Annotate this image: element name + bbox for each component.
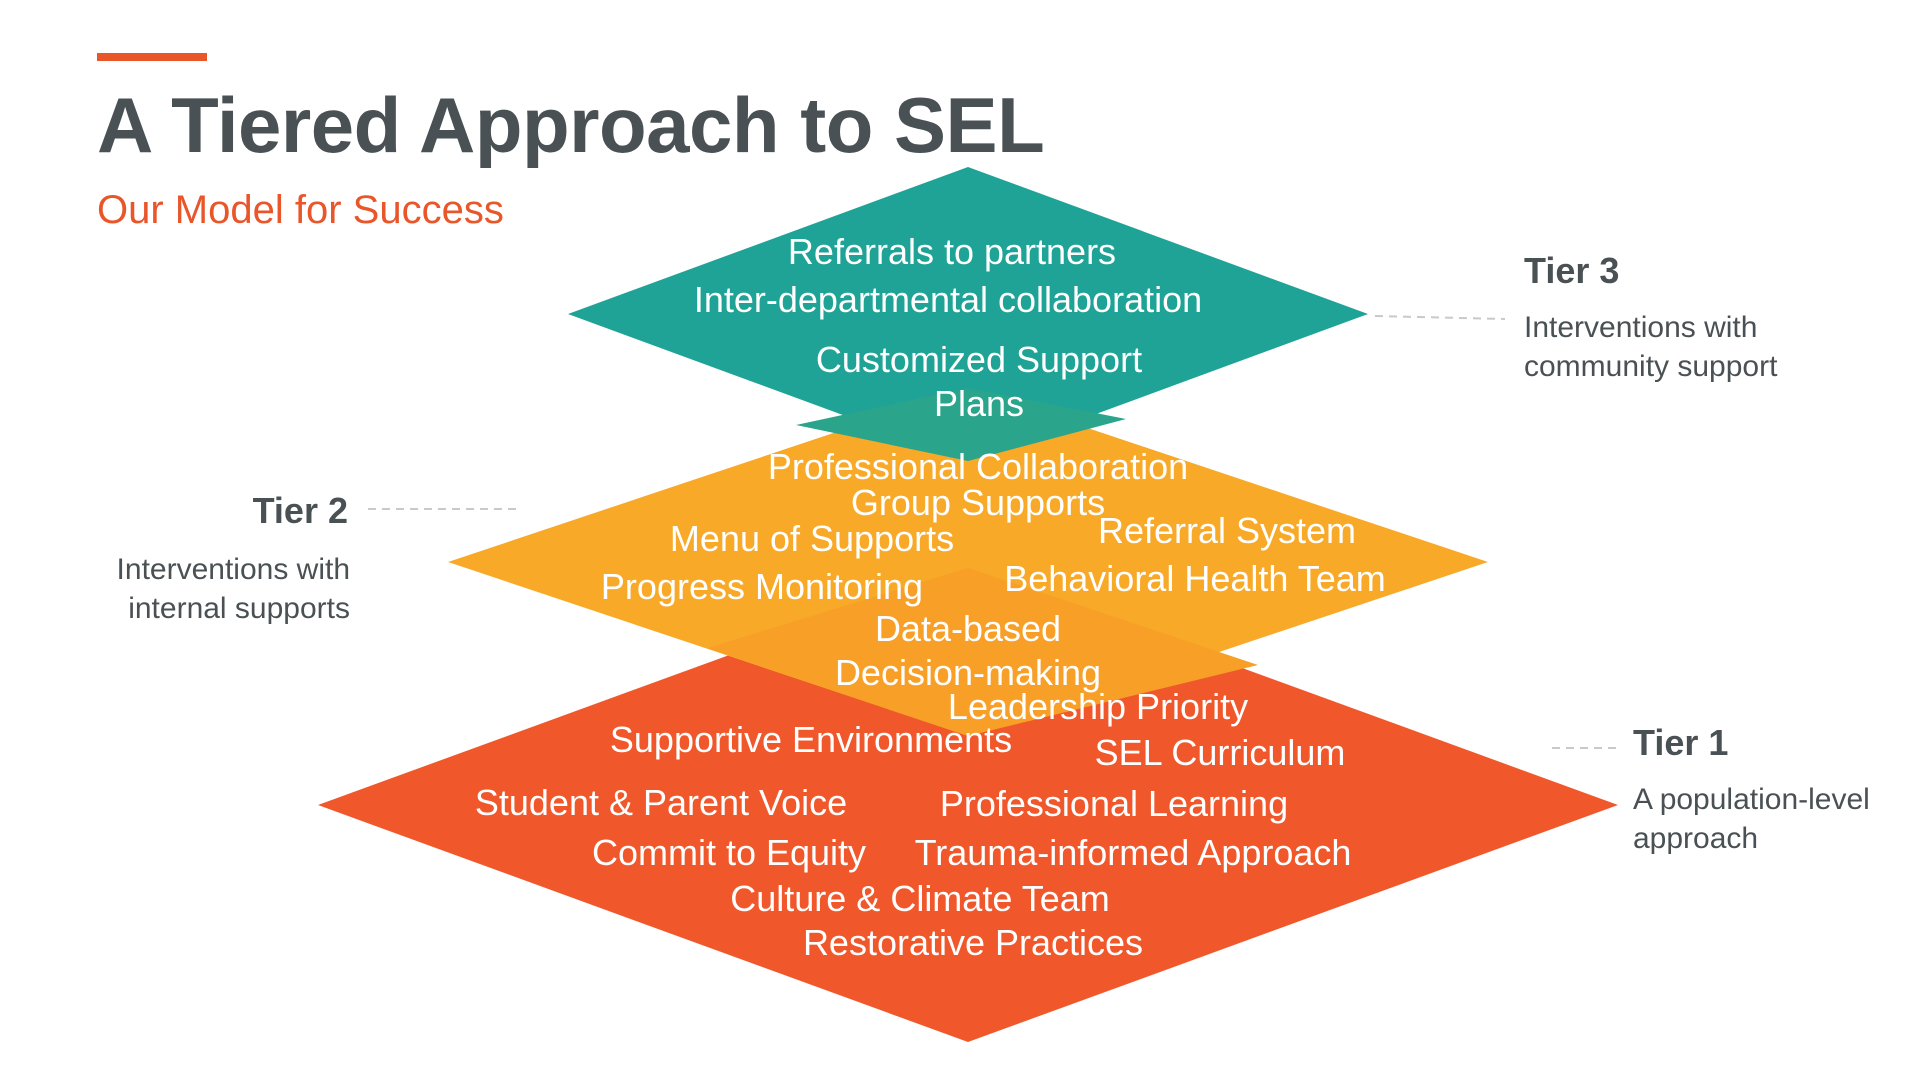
tier2-item: Referral System xyxy=(1098,510,1356,551)
accent-bar xyxy=(97,53,207,61)
tier3-label: Tier 3 xyxy=(1524,250,1620,291)
tier2-item: Group Supports xyxy=(851,482,1105,523)
tier1-item: SEL Curriculum xyxy=(1095,732,1346,773)
tier2-item: Decision-making xyxy=(835,652,1101,693)
tier1-item: Supportive Environments xyxy=(610,719,1012,760)
tier1-item: Commit to Equity xyxy=(592,832,866,873)
tier1-diamond xyxy=(318,568,1618,1042)
tier3-item: Inter-departmental collaboration xyxy=(694,279,1202,320)
tier3-description: Interventions with community support xyxy=(1524,311,1778,383)
tier2-diamond xyxy=(448,388,1488,736)
tier1-label: Tier 1 xyxy=(1633,722,1729,763)
tier3-diamond xyxy=(568,167,1368,461)
tier1-item: Restorative Practices xyxy=(803,922,1143,963)
tier3-tier2-overlap xyxy=(796,388,1126,461)
tier2-item: Professional Collaboration xyxy=(768,446,1188,487)
tier1-item: Professional Learning xyxy=(940,783,1288,824)
tier2-tier1-overlap xyxy=(708,568,1258,736)
tier2-description: Interventions with internal supports xyxy=(116,553,350,625)
tier1-item: Culture & Climate Team xyxy=(730,878,1109,919)
tier2-item: Behavioral Health Team xyxy=(1004,558,1386,599)
tier1-item: Student & Parent Voice xyxy=(475,782,847,823)
slide-subtitle: Our Model for Success xyxy=(97,188,504,232)
tier3-item: Customized Support xyxy=(816,339,1142,380)
tier3-item: Referrals to partners xyxy=(788,231,1116,272)
tier1-description: A population-level approach xyxy=(1633,783,1870,855)
slide-title: A Tiered Approach to SEL xyxy=(97,81,1045,169)
tier3-connector xyxy=(1374,315,1506,320)
tier3-item: Plans xyxy=(934,383,1024,424)
tier2-item: Data-based xyxy=(875,608,1061,649)
tier2-item: Progress Monitoring xyxy=(601,566,923,607)
tier1-item: Leadership Priority xyxy=(948,686,1248,727)
tier2-label: Tier 2 xyxy=(252,490,348,531)
tier1-item: Trauma-informed Approach xyxy=(915,832,1352,873)
tier2-item: Menu of Supports xyxy=(670,518,954,559)
